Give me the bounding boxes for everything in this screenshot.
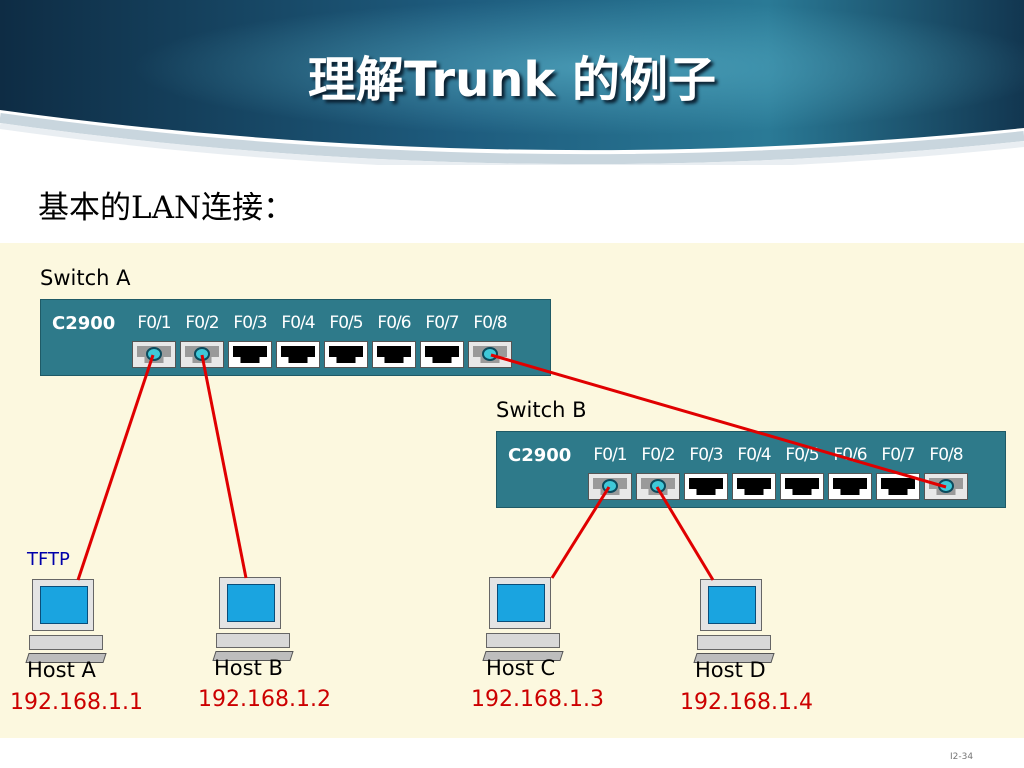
switch-a-port-2	[180, 341, 224, 368]
switch-b-port-7	[876, 473, 920, 500]
switch-a: C2900 F0/1 F0/2 F0/3 F0/4 F0/5 F0/6 F0/7…	[40, 299, 551, 376]
switch-a-port-label: F0/5	[329, 313, 363, 333]
banner-graphic	[0, 0, 1024, 165]
switch-a-port-label: F0/1	[137, 313, 171, 333]
link-switch-a-f02-host-b	[200, 354, 248, 579]
link-active-led-icon	[482, 347, 498, 361]
subtitle: 基本的LAN连接：	[38, 190, 295, 226]
switch-a-port-8	[468, 341, 512, 368]
link-switch-a-f01-host-a	[76, 354, 155, 581]
switch-a-port-label: F0/8	[473, 313, 507, 333]
switch-a-label: Switch A	[40, 266, 131, 290]
switch-b-port-3	[684, 473, 728, 500]
link-active-led-icon	[650, 479, 666, 493]
switch-a-port-label: F0/2	[185, 313, 219, 333]
header-banner	[0, 0, 1024, 165]
switch-a-port-label: F0/3	[233, 313, 267, 333]
switch-b-port-4	[732, 473, 776, 500]
host-a-name: Host A	[27, 658, 96, 682]
link-switch-b-f01-host-c	[550, 486, 611, 579]
switch-b-model: C2900	[508, 445, 572, 466]
switch-b-port-label: F0/4	[737, 445, 771, 465]
host-b-computer-icon	[212, 577, 296, 663]
link-trunk-switch-a-switch-b	[490, 353, 947, 489]
switch-b-label: Switch B	[496, 398, 587, 422]
switch-a-port-label: F0/6	[377, 313, 411, 333]
switch-b-port-label: F0/8	[929, 445, 963, 465]
host-d-ip: 192.168.1.4	[680, 690, 813, 715]
host-b-name: Host B	[214, 656, 283, 680]
host-c-ip: 192.168.1.3	[471, 687, 604, 712]
host-a-computer-icon	[25, 579, 109, 665]
switch-b-port-5	[780, 473, 824, 500]
switch-a-port-3	[228, 341, 272, 368]
switch-a-port-7	[420, 341, 464, 368]
switch-b-port-label: F0/7	[881, 445, 915, 465]
host-a-ip: 192.168.1.1	[10, 690, 143, 715]
switch-b: C2900 F0/1 F0/2 F0/3 F0/4 F0/5 F0/6 F0/7…	[496, 431, 1006, 508]
host-c-name: Host C	[486, 656, 556, 680]
switch-b-port-6	[828, 473, 872, 500]
switch-a-port-1	[132, 341, 176, 368]
switch-b-port-label: F0/6	[833, 445, 867, 465]
host-d-computer-icon	[693, 579, 777, 665]
host-d-name: Host D	[695, 658, 766, 682]
switch-b-port-label: F0/1	[593, 445, 627, 465]
switch-b-port-label: F0/2	[641, 445, 675, 465]
switch-a-port-4	[276, 341, 320, 368]
link-switch-b-f02-host-d	[655, 486, 715, 581]
switch-a-model: C2900	[52, 313, 116, 334]
host-b-ip: 192.168.1.2	[198, 687, 331, 712]
switch-b-port-label: F0/3	[689, 445, 723, 465]
switch-a-port-5	[324, 341, 368, 368]
switch-a-port-label: F0/7	[425, 313, 459, 333]
switch-a-port-6	[372, 341, 416, 368]
switch-b-port-1	[588, 473, 632, 500]
tftp-server-label: TFTP	[27, 549, 70, 570]
host-c-computer-icon	[482, 577, 566, 663]
link-active-led-icon	[146, 347, 162, 361]
page-number: I2-34	[950, 752, 974, 762]
switch-b-port-label: F0/5	[785, 445, 819, 465]
slide-title: 理解Trunk 的例子	[307, 52, 717, 108]
switch-a-port-label: F0/4	[281, 313, 315, 333]
